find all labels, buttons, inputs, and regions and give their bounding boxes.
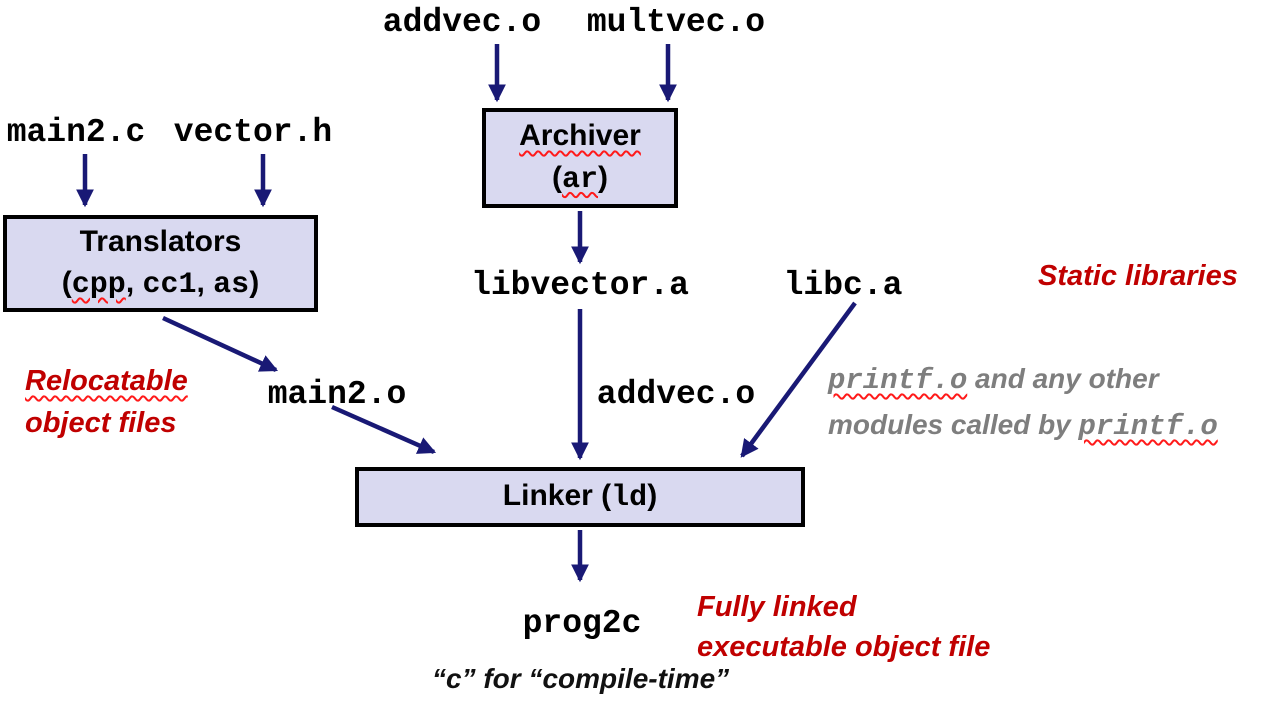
linker-title: Linker (ld): [502, 478, 658, 515]
relocatable-note-line2: object files: [25, 407, 177, 439]
file-label-addvec-top: addvec.o: [382, 4, 542, 41]
file-label-main2c: main2.c: [6, 114, 146, 151]
file-label-main2o: main2.o: [267, 376, 407, 413]
file-label-multvec-top: multvec.o: [586, 4, 766, 41]
translators-box: Translators (cpp, cc1, as): [3, 215, 318, 312]
file-label-vectorh: vector.h: [173, 114, 333, 151]
linker-box: Linker (ld): [355, 467, 805, 527]
file-label-addvec-mid: addvec.o: [596, 376, 756, 413]
libc-modules-note: printf.o and any other modules called by…: [828, 357, 1218, 449]
static-libraries-note: Static libraries: [1038, 260, 1238, 292]
libc-modules-note-line2: modules called by printf.o: [828, 409, 1218, 443]
file-label-libvector: libvector.a: [471, 267, 689, 304]
fully-linked-note-line1: Fully linked: [697, 591, 857, 623]
relocatable-note: Relocatable object files: [25, 360, 188, 444]
file-label-prog2c: prog2c: [522, 605, 642, 642]
relocatable-note-line1: Relocatable: [25, 365, 188, 397]
compile-time-note: “c” for “compile-time”: [432, 663, 730, 694]
file-label-libc: libc.a: [783, 267, 903, 304]
arrow-main2o-to-linker: [331, 404, 437, 455]
archiver-command: (ar): [551, 160, 608, 197]
fully-linked-note: Fully linked executable object file: [697, 587, 990, 667]
libc-modules-note-line1: printf.o and any other: [828, 363, 1159, 397]
fully-linked-note-line2: executable object file: [697, 631, 991, 663]
translators-title: Translators: [79, 224, 242, 258]
arrow-translators-to-main2o: [162, 315, 279, 373]
archiver-title: Archiver: [519, 119, 641, 153]
translators-command: (cpp, cc1, as): [61, 266, 260, 302]
archiver-box: Archiver (ar): [482, 108, 678, 208]
arrow-libc-to-linker: [740, 301, 857, 458]
